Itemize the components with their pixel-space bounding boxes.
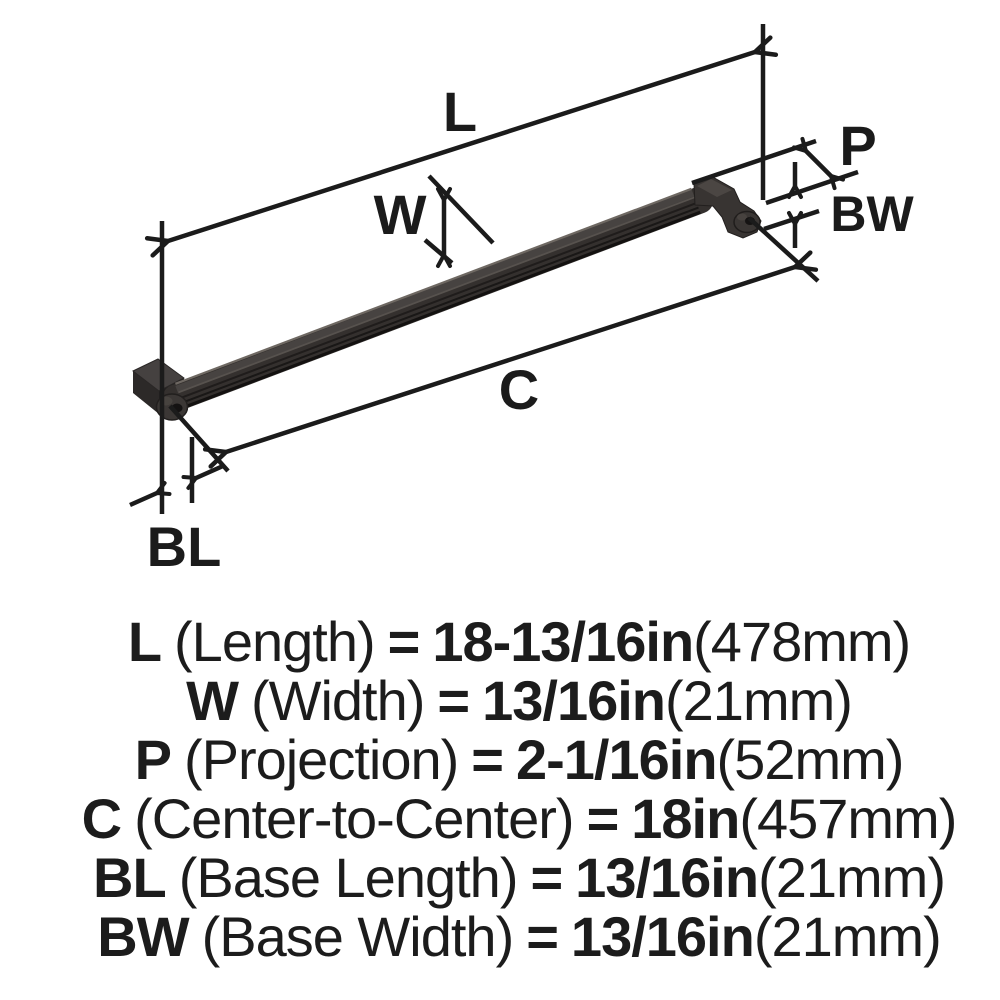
legend-value: 18in bbox=[631, 787, 740, 850]
measurement-legend: L(Length)=18-13/16in(478mm) W(Width)=13/… bbox=[0, 612, 1000, 966]
width-label: W bbox=[374, 183, 427, 246]
base-length-arrow-right bbox=[181, 463, 224, 490]
legend-row-projection: P(Projection)=2-1/16in(52mm) bbox=[38, 730, 1000, 789]
legend-equals: = bbox=[471, 728, 504, 791]
projection-top-line bbox=[691, 138, 817, 186]
legend-name: (Projection) bbox=[183, 728, 459, 791]
legend-row-base-width: BW(Base Width)=13/16in(21mm) bbox=[38, 907, 1000, 966]
legend-abbr: W bbox=[186, 669, 239, 732]
legend-metric: (21mm) bbox=[665, 669, 853, 732]
width-tick-bottom bbox=[423, 238, 454, 265]
legend-value: 13/16in bbox=[482, 669, 666, 732]
legend-row-base-length: BL(Base Length)=13/16in(21mm) bbox=[38, 848, 1000, 907]
legend-name: (Width) bbox=[250, 669, 425, 732]
length-label: L bbox=[443, 80, 477, 143]
legend-row-length: L(Length)=18-13/16in(478mm) bbox=[38, 612, 1000, 671]
legend-name: (Center-to-Center) bbox=[134, 787, 574, 850]
legend-value: 13/16in bbox=[570, 905, 755, 968]
legend-equals: = bbox=[526, 905, 559, 968]
legend-abbr: C bbox=[81, 787, 122, 850]
legend-equals: = bbox=[530, 846, 563, 909]
base-width-bottom-line bbox=[763, 208, 820, 232]
base-length-arrow-left bbox=[129, 481, 172, 508]
legend-name: (Base Width) bbox=[201, 905, 515, 968]
legend-equals: = bbox=[437, 669, 470, 732]
center-to-center-label: C bbox=[499, 358, 539, 421]
legend-row-center-to-center: C(Center-to-Center)=18in(457mm) bbox=[38, 789, 1000, 848]
legend-abbr: BL bbox=[93, 846, 167, 909]
legend-equals: = bbox=[387, 610, 421, 673]
legend-abbr: L bbox=[127, 610, 162, 673]
legend-metric: (478mm) bbox=[693, 610, 911, 673]
legend-abbr: P bbox=[134, 728, 172, 791]
legend-equals: = bbox=[586, 787, 620, 850]
legend-metric: (52mm) bbox=[716, 728, 905, 791]
handle-illustration bbox=[132, 175, 762, 421]
legend-metric: (457mm) bbox=[739, 787, 957, 850]
handle-diagram: L W P BW C BL bbox=[129, 24, 914, 578]
legend-value: 2-1/16in bbox=[515, 728, 718, 791]
center-to-center-dimension-arrow bbox=[202, 250, 819, 469]
projection-dimension-arrow bbox=[791, 136, 846, 191]
legend-row-width: W(Width)=13/16in(21mm) bbox=[38, 671, 1000, 730]
base-length-label: BL bbox=[147, 515, 222, 578]
width-tick-top bbox=[427, 174, 495, 245]
dimension-arrows bbox=[129, 35, 846, 508]
legend-abbr: BW bbox=[97, 905, 189, 968]
base-width-label: BW bbox=[830, 186, 914, 242]
legend-metric: (21mm) bbox=[753, 905, 942, 968]
center-extension-left bbox=[168, 404, 230, 473]
legend-value: 18-13/16in bbox=[432, 610, 694, 673]
legend-metric: (21mm) bbox=[758, 846, 946, 909]
length-dimension-arrow bbox=[144, 35, 779, 258]
legend-value: 13/16in bbox=[575, 846, 759, 909]
legend-name: (Base Length) bbox=[178, 846, 519, 909]
handle-bar bbox=[162, 186, 714, 412]
projection-label: P bbox=[839, 114, 876, 177]
legend-name: (Length) bbox=[174, 610, 376, 673]
